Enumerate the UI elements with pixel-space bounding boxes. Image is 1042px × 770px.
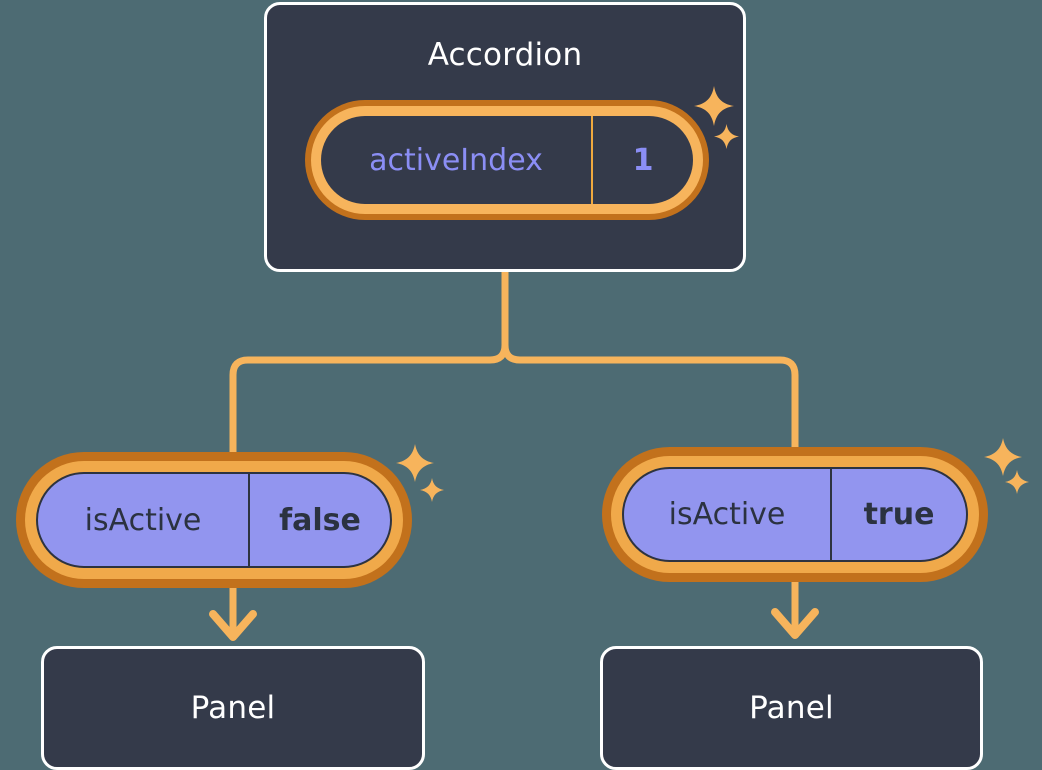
state-value-label: false <box>279 502 361 538</box>
component-node-panel-right[interactable]: Panel <box>600 646 983 770</box>
arrow-down-icon <box>209 588 257 641</box>
sparkle-four-point-large-icon <box>983 437 1023 477</box>
component-title: Panel <box>749 690 834 726</box>
state-key-label: isActive <box>624 469 832 560</box>
state-key-label: isActive <box>38 474 250 566</box>
component-title: Accordion <box>427 37 583 73</box>
sparkle-four-point-small-icon <box>1004 469 1030 495</box>
state-pill-isactive-false[interactable]: isActive false <box>36 472 392 568</box>
state-pill-isactive-true[interactable]: isActive true <box>622 467 968 562</box>
component-title: Panel <box>190 690 276 726</box>
state-value-label: true <box>863 497 935 532</box>
state-pill-activeindex[interactable]: activeIndex 1 <box>321 116 693 204</box>
branch-connector-right-icon <box>501 341 799 451</box>
arrow-down-icon <box>771 582 819 639</box>
state-value-label: 1 <box>632 142 654 178</box>
state-key-label: activeIndex <box>321 116 593 204</box>
branch-connector-icon <box>229 268 509 456</box>
sparkle-four-point-small-icon <box>419 477 445 503</box>
component-node-panel-left[interactable]: Panel <box>41 646 425 770</box>
sparkle-four-point-large-icon <box>395 443 435 483</box>
